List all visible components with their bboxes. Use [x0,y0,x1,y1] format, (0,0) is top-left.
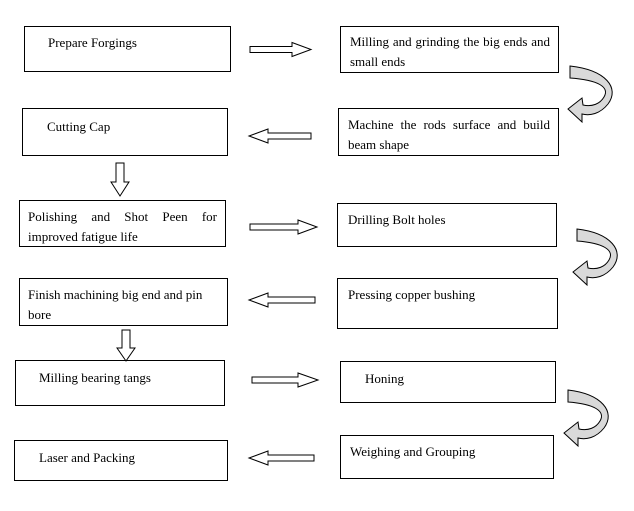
step-prepare-forgings: Prepare Forgings [24,26,231,72]
step-milling-bearing-tangs: Milling bearing tangs [15,360,225,406]
down-arrow-icon [110,162,130,197]
step-pressing-copper-bushing: Pressing copper bushing [337,278,558,329]
right-arrow-icon [249,41,313,58]
step-label: Honing [365,371,404,386]
step-polishing-shot-peen: Polishing and Shot Peen for improved fat… [19,200,226,247]
step-weighing-grouping: Weighing and Grouping [340,435,554,479]
curved-return-arrow-icon [563,389,609,448]
left-arrow-icon [247,292,316,308]
step-label: Cutting Cap [47,119,111,134]
right-arrow-icon [249,219,319,235]
step-label: Finish machining big end and pin bore [28,287,203,322]
right-arrow-icon [251,372,320,388]
curved-return-arrow-icon [572,228,618,287]
step-label: Polishing and Shot Peen for improved fat… [28,209,217,244]
step-milling-grinding: Milling and grinding the big ends and sm… [340,26,559,73]
down-arrow-icon [116,329,136,362]
step-honing: Honing [340,361,556,403]
step-cutting-cap: Cutting Cap [22,108,228,156]
step-label: Pressing copper bushing [348,287,476,302]
step-label: Drilling Bolt holes [348,212,446,227]
step-label: Prepare Forgings [48,35,137,50]
step-label: Laser and Packing [39,450,136,465]
left-arrow-icon [247,128,312,144]
left-arrow-icon [247,450,315,466]
step-label: Milling and grinding the big ends and sm… [350,34,550,69]
step-label: Milling bearing tangs [39,370,151,385]
step-finish-machining: Finish machining big end and pin bore [19,278,228,326]
step-laser-packing: Laser and Packing [14,440,228,481]
step-machine-rods: Machine the rods surface and build beam … [338,108,559,156]
step-label: Weighing and Grouping [350,444,476,459]
step-label: Machine the rods surface and build beam … [348,117,550,152]
curved-return-arrow-icon [567,65,613,124]
step-drilling-bolt-holes: Drilling Bolt holes [337,203,557,247]
